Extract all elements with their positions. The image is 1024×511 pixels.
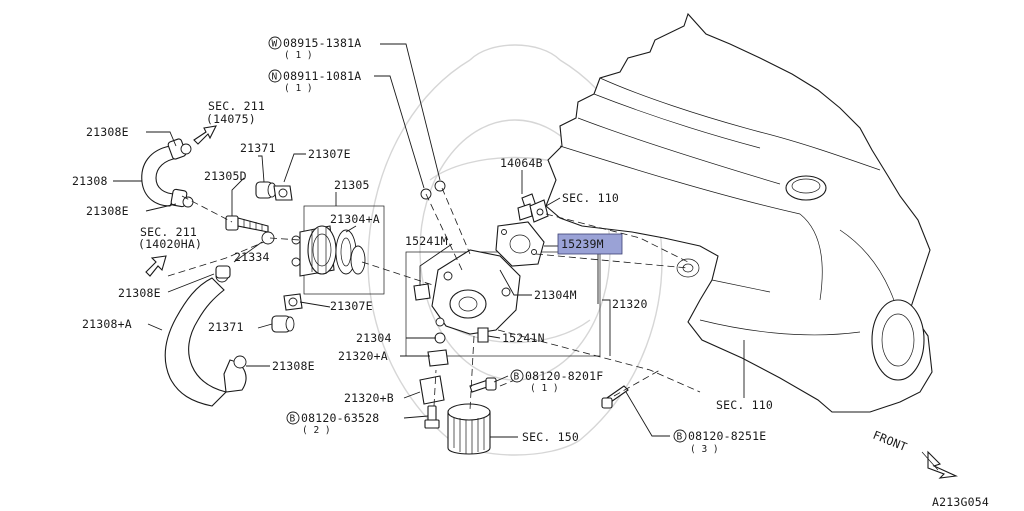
diagram-id: A213G054 [932,495,989,509]
label-21308e-b[interactable]: 21308E [86,204,129,218]
label-08120-8201f[interactable]: 08120-8201F [525,369,603,383]
label-15241n[interactable]: 15241N [502,331,545,345]
washer-08911-n [434,180,446,192]
circle-n-letter: N [272,72,278,83]
label-21371-b[interactable]: 21371 [208,320,244,334]
bolt-21305d [225,215,269,233]
label-sec211-top[interactable]: SEC. 211 [208,99,265,113]
label-sec211-mid[interactable]: SEC. 211 [140,225,197,239]
circle-b3-letter: B [677,432,683,443]
bolt-08120-8251e [601,385,629,409]
label-sec211-top-sub: (14075) [206,112,256,126]
label-21320[interactable]: 21320 [612,297,648,311]
fitting-sec110 [529,199,549,223]
label-21304a[interactable]: 21304+A [330,212,380,226]
bolt-08120-8201f [469,377,497,393]
label-sec110-a[interactable]: SEC. 110 [562,191,619,205]
bracket-21320b [419,375,445,405]
upper-hose-21308 [141,138,194,208]
label-08120-8251e[interactable]: 08120-8251E [688,429,766,443]
qty-08915-1381a: ( 1 ) [284,50,313,61]
label-sec211-mid-sub: (14020HA) [138,237,202,251]
highlight-15239m[interactable] [557,233,623,255]
clip-21307e-lower [283,293,303,311]
label-21320a[interactable]: 21320+A [338,349,388,363]
assembly-dashed-lines [167,187,701,411]
label-21308[interactable]: 21308 [72,174,108,188]
label-21305[interactable]: 21305 [334,178,370,192]
label-21308e-a[interactable]: 21308E [86,125,129,139]
label-21304[interactable]: 21304 [356,331,392,345]
bolt-08120-63528 [424,405,440,429]
front-direction-indicator: FRONT [871,428,958,479]
qty-08120-63528: ( 2 ) [302,425,331,436]
oil-filter-sec150 [447,403,491,455]
label-08911-1081a[interactable]: 08911-1081A [283,69,361,83]
lower-hose-21308a [164,265,247,407]
oil-cooler-21305 [291,205,385,295]
label-21334[interactable]: 21334 [234,250,270,264]
circle-w-letter: W [272,39,278,50]
label-sec110-b[interactable]: SEC. 110 [716,398,773,412]
gasket-15239m [495,221,545,267]
pipe-21371-lower [271,315,295,333]
washer-21304 [434,332,446,344]
pipe-21371-upper [255,181,277,199]
oil-filter-bracket-21320 [405,249,601,357]
label-14064b[interactable]: 14064B [500,156,543,170]
label-08120-63528[interactable]: 08120-63528 [301,411,379,425]
label-21305d[interactable]: 21305D [204,169,247,183]
circle-w [268,36,282,50]
part-labels: 08915-1381A ( 1 ) 08911-1081A ( 1 ) SEC.… [72,36,773,455]
label-21304m[interactable]: 21304M [534,288,577,302]
circle-b3 [673,429,687,443]
label-21307e-a[interactable]: 21307E [308,147,351,161]
qty-08911-1081a: ( 1 ) [284,83,313,94]
circle-b1 [510,369,524,383]
circle-n [268,69,282,83]
label-21371-a[interactable]: 21371 [240,141,276,155]
front-label: FRONT [871,428,909,454]
label-08915-1381a[interactable]: 08915-1381A [283,36,361,50]
label-21307e-b[interactable]: 21307E [330,299,373,313]
label-21308e-d[interactable]: 21308E [272,359,315,373]
qty-08120-8201f: ( 1 ) [530,383,559,394]
label-sec150[interactable]: SEC. 150 [522,430,579,444]
clip-21307e-upper [273,185,293,201]
label-21308e-c[interactable]: 21308E [118,286,161,300]
circled-letters: W N B B B [268,36,687,443]
circle-b1-letter: B [514,372,520,383]
sec211-mid-arrow [145,255,167,277]
circle-b2-letter: B [290,414,296,425]
engine-block [545,12,933,413]
label-21320b[interactable]: 21320+B [344,391,394,405]
label-21308a[interactable]: 21308+A [82,317,132,331]
label-15241m[interactable]: 15241M [405,234,448,248]
sec211-top-arrow [193,125,217,145]
leader-lines [113,43,745,438]
label-15239m[interactable]: 15239M [561,237,604,251]
bracket-21320a [427,349,449,367]
circle-b2 [286,411,300,425]
qty-08120-8251e: ( 3 ) [690,444,719,455]
